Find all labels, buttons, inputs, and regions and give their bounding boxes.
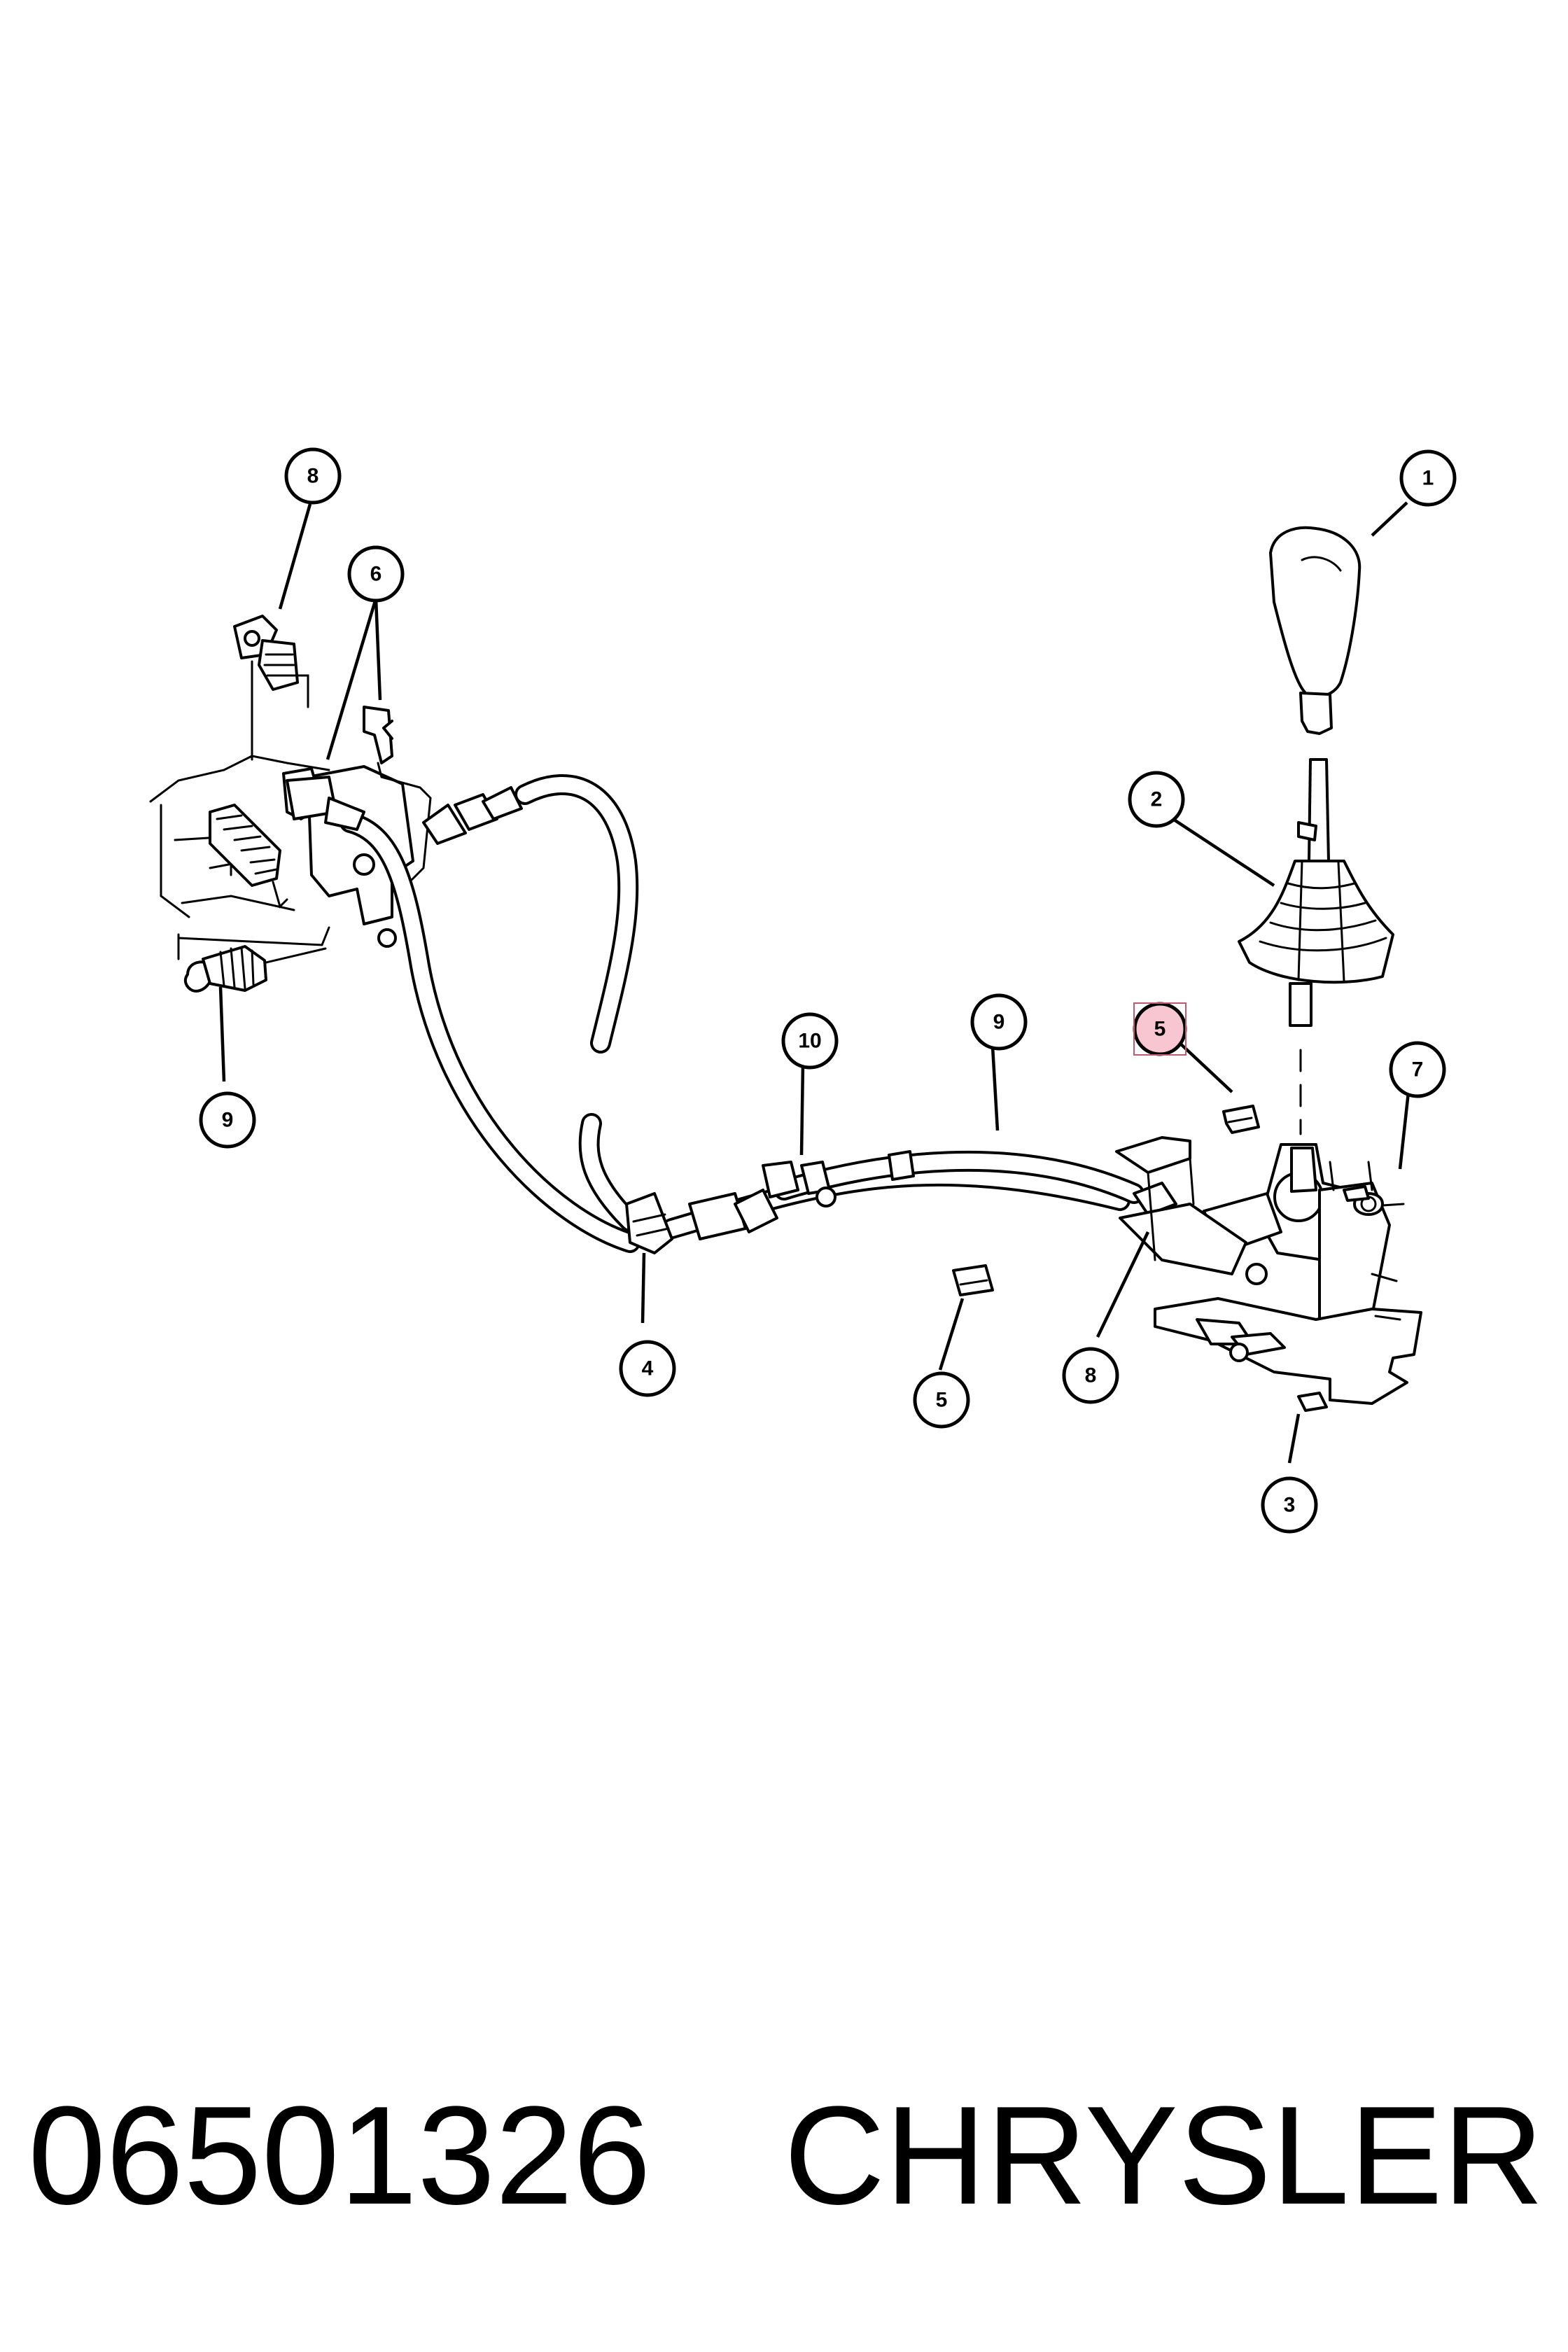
gear-shifter-assembly	[1115, 526, 1422, 1412]
callout-6: 6	[347, 545, 405, 603]
callout-1: 1	[1399, 449, 1457, 507]
callout-5: 5	[913, 1371, 970, 1429]
retaining-clips	[382, 720, 1260, 1296]
callout-4: 4	[619, 1340, 676, 1397]
part-caption: 06501326 CHRYSLER	[28, 2076, 1554, 2236]
svg-text:5: 5	[1154, 1018, 1166, 1041]
part-number: 06501326	[28, 2078, 651, 2234]
callout-3: 3	[1261, 1476, 1318, 1534]
callout-8b: 8	[1062, 1347, 1119, 1404]
callout-9: 9	[199, 1091, 256, 1149]
svg-text:1: 1	[1422, 467, 1434, 490]
svg-text:10: 10	[798, 1030, 821, 1053]
callout-10: 10	[781, 1012, 839, 1070]
svg-text:8: 8	[1085, 1364, 1097, 1387]
cable-fittings	[286, 776, 915, 1254]
brand-name: CHRYSLER	[783, 2078, 1544, 2234]
svg-text:9: 9	[222, 1109, 234, 1132]
svg-text:2: 2	[1151, 788, 1163, 811]
svg-text:5: 5	[936, 1389, 948, 1412]
svg-text:4: 4	[642, 1357, 654, 1380]
svg-text:9: 9	[993, 1011, 1005, 1034]
callout-8: 8	[284, 447, 342, 505]
callout-5-highlighted[interactable]: 5	[1133, 1002, 1187, 1056]
svg-text:3: 3	[1284, 1494, 1296, 1517]
callout-7: 7	[1389, 1041, 1446, 1098]
svg-text:6: 6	[370, 563, 382, 586]
svg-text:7: 7	[1412, 1058, 1424, 1082]
svg-text:8: 8	[307, 465, 319, 488]
callout-2: 2	[1128, 771, 1185, 828]
callout-9b: 9	[970, 993, 1028, 1051]
